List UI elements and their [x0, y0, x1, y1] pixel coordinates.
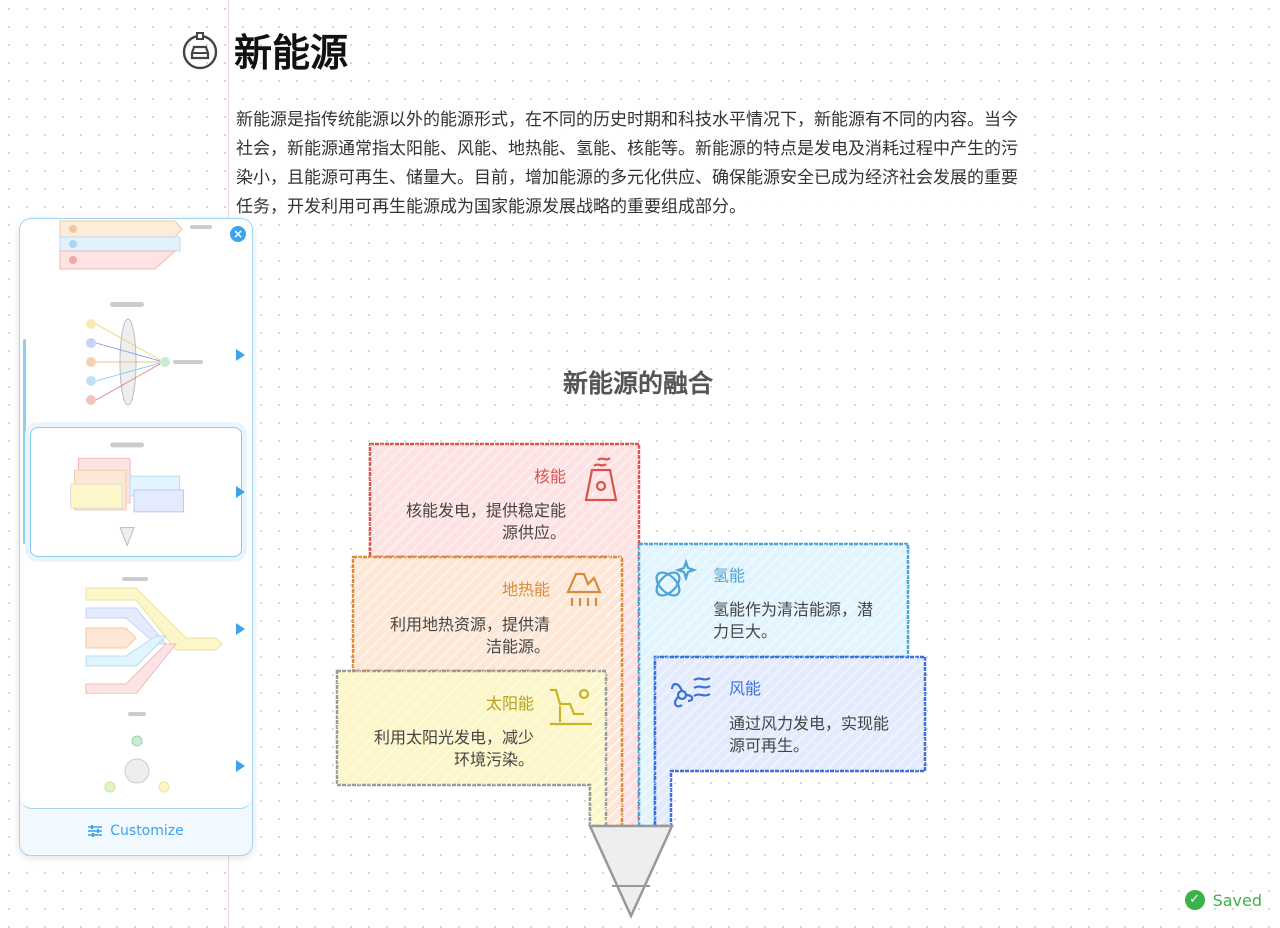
template-thumb-5[interactable] [30, 709, 242, 804]
template-list[interactable] [20, 219, 252, 809]
check-icon: ✓ [1184, 890, 1205, 910]
page-title: 新能源 [234, 31, 349, 75]
nuclear-desc: 核能发电，提供稳定能源供应。 [380, 500, 566, 544]
sliders-icon [88, 825, 103, 837]
desc-line: 利用太阳光发电，减少 [373, 728, 534, 747]
template-picker-panel: Customize [19, 218, 253, 856]
geothermal-label: 地热能 [501, 580, 550, 599]
customize-label: Customize [110, 823, 184, 839]
desc-line: 源可再生。 [729, 736, 810, 755]
template-thumb-3-selected[interactable] [30, 427, 242, 557]
scrollbar[interactable] [23, 339, 26, 544]
desc-line: 环境污染。 [453, 750, 534, 769]
diagram-title: 新能源的融合 [562, 369, 713, 398]
expand-arrow-icon[interactable] [236, 760, 245, 772]
template-thumb-4[interactable] [30, 574, 242, 694]
geothermal-desc: 利用地热资源，提供清洁能源。 [362, 614, 550, 658]
funnel-tip [588, 824, 674, 920]
desc-line: 氢能作为清洁能源，潜 [713, 600, 874, 619]
template-thumb-2[interactable] [30, 299, 242, 414]
page-header: 新能源 [180, 22, 348, 77]
intro-paragraph: 新能源是指传统能源以外的能源形式，在不同的历史时期和科技水平情况下，新能源有不同… [236, 106, 1028, 222]
nuclear-label: 核能 [533, 467, 566, 486]
hydrogen-desc: 氢能作为清洁能源，潜力巨大。 [713, 599, 903, 643]
expand-arrow-icon[interactable] [236, 349, 245, 361]
ev-charging-icon [182, 31, 218, 69]
template-thumb-1[interactable] [30, 219, 242, 279]
desc-line: 核能发电，提供稳定能 [405, 501, 566, 520]
wind-desc: 通过风力发电，实现能源可再生。 [729, 713, 919, 757]
expand-arrow-icon[interactable] [236, 486, 245, 498]
solar-desc: 利用太阳光发电，减少环境污染。 [345, 727, 534, 771]
wind-label: 风能 [729, 679, 762, 698]
close-panel-icon[interactable]: × [230, 226, 246, 242]
desc-line: 利用地热资源，提供清 [389, 615, 550, 634]
expand-arrow-icon[interactable] [236, 623, 245, 635]
save-status: ✓ Saved [1184, 890, 1262, 910]
saved-label: Saved [1212, 890, 1262, 910]
hydrogen-icon [655, 558, 698, 597]
solar-label: 太阳能 [485, 694, 534, 713]
desc-line: 力巨大。 [713, 622, 778, 641]
wind-icon [670, 677, 711, 708]
desc-line: 源供应。 [501, 523, 566, 542]
hydrogen-label: 氢能 [713, 566, 746, 585]
geothermal-icon [566, 572, 602, 606]
customize-button[interactable]: Customize [20, 807, 252, 855]
desc-line: 洁能源。 [485, 637, 550, 656]
desc-line: 通过风力发电，实现能 [729, 714, 890, 733]
solar-icon [550, 688, 592, 726]
nuclear-plant-icon [584, 457, 618, 502]
